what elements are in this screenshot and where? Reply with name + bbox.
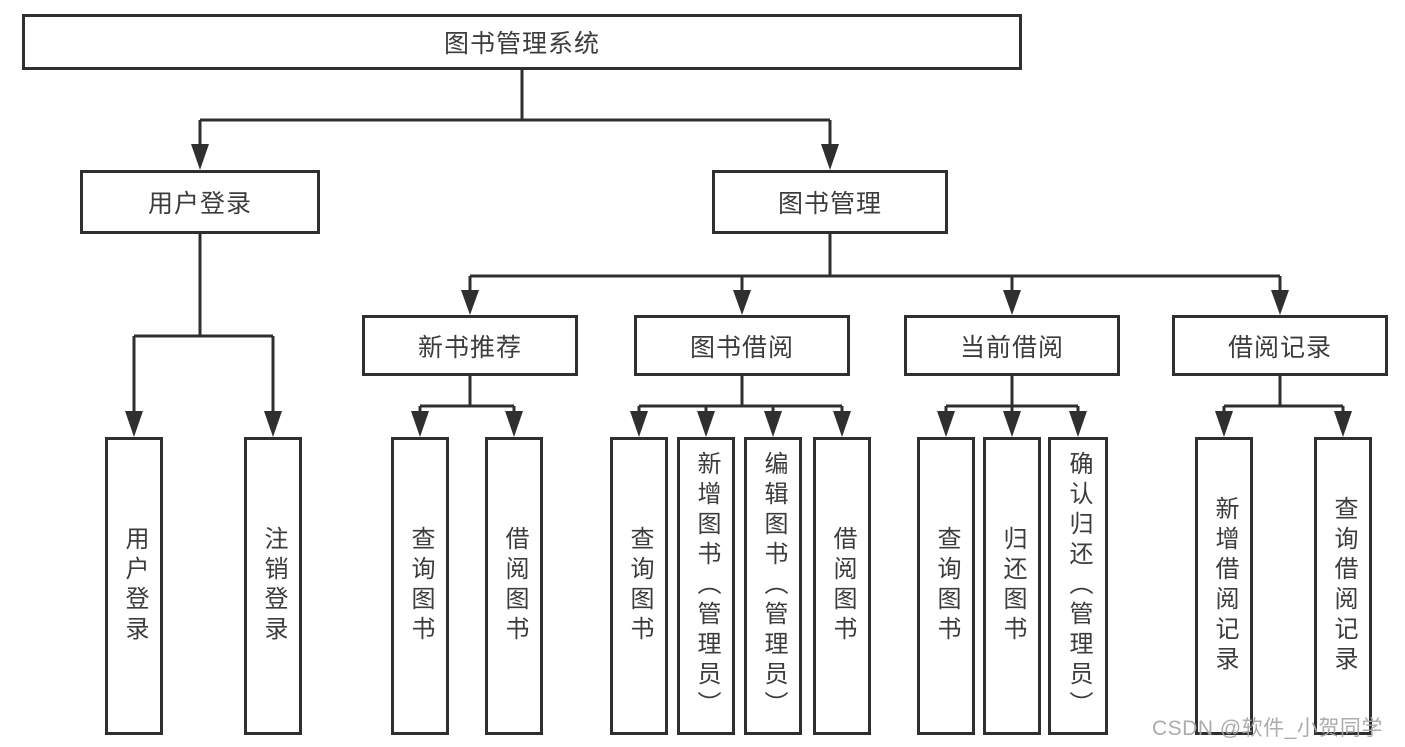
node-label: 图书借阅 (689, 333, 794, 362)
node-label: 当前借阅 (959, 333, 1064, 362)
node-borrowing-records: 借阅记录 (1172, 315, 1388, 376)
leaf-edit-book-admin: 编辑图书（管理员） (744, 437, 802, 735)
arrow-down-icons (125, 144, 1352, 437)
leaf-query-books-rec: 查询图书 (391, 437, 449, 735)
node-label: 图书管理系统 (443, 30, 600, 58)
node-book-management: 图书管理 (712, 170, 948, 234)
leaf-label: 新增借阅记录 (1211, 496, 1238, 676)
leaf-add-borrow-record: 新增借阅记录 (1195, 437, 1253, 735)
node-label: 新书推荐 (417, 333, 522, 362)
leaf-label: 用户登录 (121, 526, 148, 646)
leaf-label: 编辑图书（管理员） (760, 451, 787, 721)
leaf-label: 借阅图书 (501, 526, 528, 646)
leaf-label: 查询借阅记录 (1330, 496, 1357, 676)
leaf-label: 查询图书 (626, 526, 653, 646)
leaf-label: 确认归还（管理员） (1065, 451, 1092, 721)
leaf-borrow-books-rec: 借阅图书 (485, 437, 543, 735)
node-label: 借阅记录 (1227, 333, 1332, 362)
csdn-watermark: CSDN @软件_小贺同学 (1152, 717, 1383, 740)
leaf-query-books-borrow: 查询图书 (610, 437, 668, 735)
node-book-borrowing: 图书借阅 (634, 315, 850, 376)
leaf-label: 归还图书 (999, 526, 1026, 646)
leaf-user-login: 用户登录 (105, 437, 163, 735)
node-current-borrowing: 当前借阅 (904, 315, 1120, 376)
node-label: 图书管理 (777, 190, 882, 218)
leaf-return-book: 归还图书 (983, 437, 1041, 735)
node-user-login: 用户登录 (80, 170, 320, 234)
leaf-logout: 注销登录 (244, 437, 302, 735)
leaf-label: 新增图书（管理员） (693, 451, 720, 721)
node-root-system: 图书管理系统 (22, 14, 1022, 70)
leaf-confirm-return-admin: 确认归还（管理员） (1048, 437, 1108, 735)
leaf-label: 借阅图书 (829, 526, 856, 646)
node-label: 用户登录 (147, 190, 252, 218)
leaf-label: 注销登录 (260, 526, 287, 646)
leaf-add-book-admin: 新增图书（管理员） (677, 437, 735, 735)
leaf-query-books-current: 查询图书 (917, 437, 975, 735)
leaf-label: 查询图书 (407, 526, 434, 646)
leaf-label: 查询图书 (933, 526, 960, 646)
node-new-book-recommendation: 新书推荐 (362, 315, 578, 376)
leaf-borrow-books: 借阅图书 (813, 437, 871, 735)
leaf-query-borrow-record: 查询借阅记录 (1314, 437, 1372, 735)
